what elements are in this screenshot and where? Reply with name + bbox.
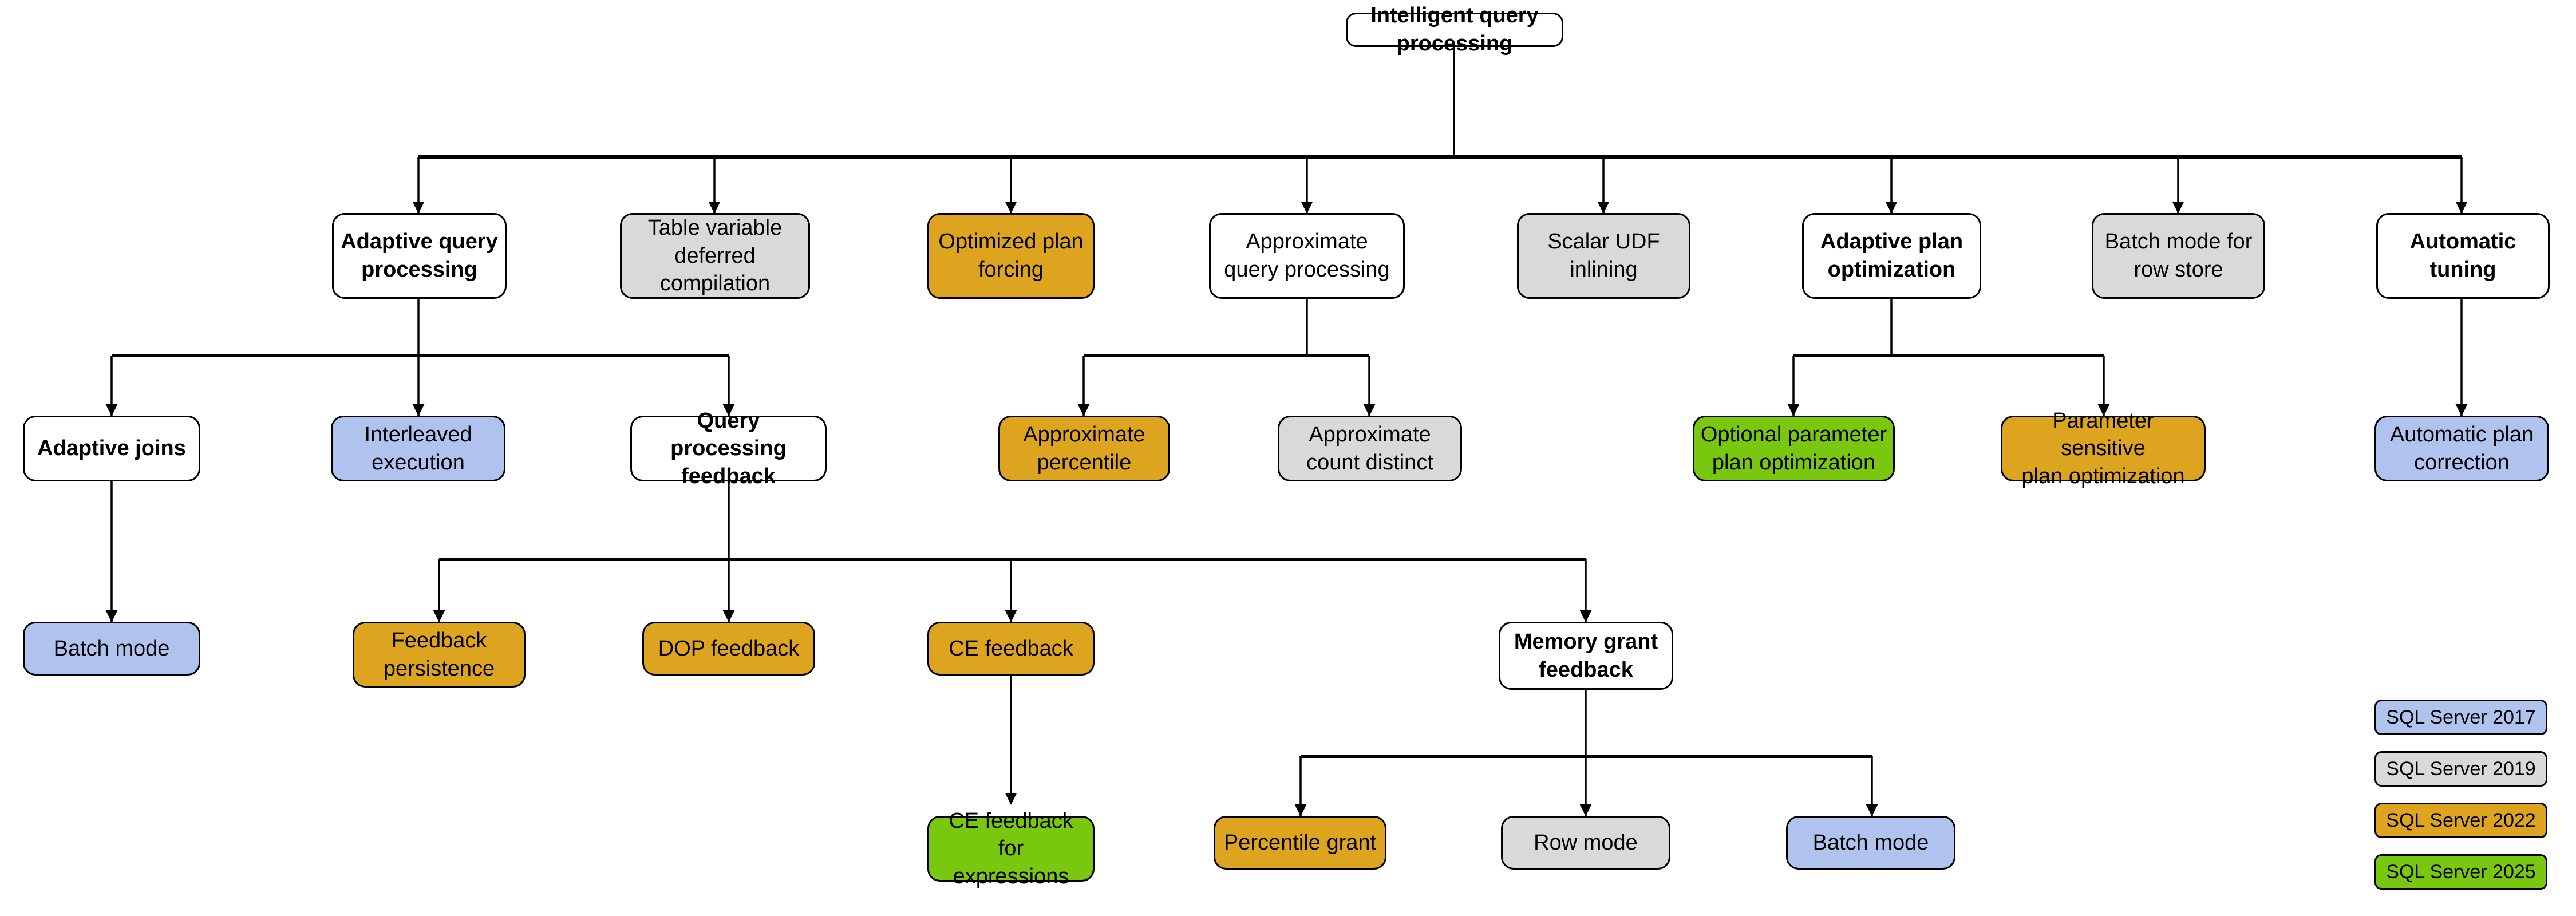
node-table-variable-deferred-compilation[interactable]: Table variable deferred compilation bbox=[620, 213, 810, 299]
node-adaptive-plan-optimization[interactable]: Adaptive plan optimization bbox=[1802, 213, 1981, 299]
legend-item-sql-server-2025[interactable]: SQL Server 2025 bbox=[2374, 854, 2547, 890]
node-batch-mode-for-row-store[interactable]: Batch mode for row store bbox=[2092, 213, 2265, 299]
legend-item-sql-server-2017[interactable]: SQL Server 2017 bbox=[2374, 700, 2547, 735]
node-batch-mode-memory-grant[interactable]: Batch mode bbox=[1786, 816, 1955, 870]
node-batch-mode-adaptive-joins[interactable]: Batch mode bbox=[23, 622, 200, 676]
node-intelligent-query-processing[interactable]: Intelligent query processing bbox=[1346, 3, 1563, 56]
node-query-processing-feedback[interactable]: Query processing feedback bbox=[630, 409, 827, 488]
node-approximate-query-processing[interactable]: Approximate query processing bbox=[1209, 213, 1405, 299]
node-percentile-grant[interactable]: Percentile grant bbox=[1214, 816, 1386, 870]
node-adaptive-query-processing[interactable]: Adaptive query processing bbox=[332, 213, 507, 299]
node-memory-grant-feedback[interactable]: Memory grant feedback bbox=[1499, 622, 1673, 690]
legend-item-sql-server-2019[interactable]: SQL Server 2019 bbox=[2374, 751, 2547, 787]
node-row-mode[interactable]: Row mode bbox=[1501, 816, 1670, 870]
node-feedback-persistence[interactable]: Feedback persistence bbox=[353, 622, 526, 688]
node-automatic-plan-correction[interactable]: Automatic plan correction bbox=[2374, 416, 2549, 481]
node-automatic-tuning[interactable]: Automatic tuning bbox=[2376, 213, 2550, 299]
node-approximate-count-distinct[interactable]: Approximate count distinct bbox=[1278, 416, 1462, 481]
node-approximate-percentile[interactable]: Approximate percentile bbox=[998, 416, 1170, 481]
node-adaptive-joins[interactable]: Adaptive joins bbox=[23, 416, 200, 481]
legend-item-sql-server-2022[interactable]: SQL Server 2022 bbox=[2374, 803, 2547, 838]
node-optional-parameter-plan-optimization[interactable]: Optional parameter plan optimization bbox=[1693, 416, 1895, 481]
node-parameter-sensitive-plan-optimization[interactable]: Parameter sensitive plan optimization bbox=[2001, 409, 2206, 488]
node-scalar-udf-inlining[interactable]: Scalar UDF inlining bbox=[1517, 213, 1690, 299]
node-interleaved-execution[interactable]: Interleaved execution bbox=[331, 416, 505, 481]
node-optimized-plan-forcing[interactable]: Optimized plan forcing bbox=[927, 213, 1095, 299]
node-ce-feedback[interactable]: CE feedback bbox=[927, 622, 1095, 676]
node-dop-feedback[interactable]: DOP feedback bbox=[642, 622, 815, 676]
node-ce-feedback-for-expressions[interactable]: CE feedback for expressions bbox=[927, 809, 1095, 889]
